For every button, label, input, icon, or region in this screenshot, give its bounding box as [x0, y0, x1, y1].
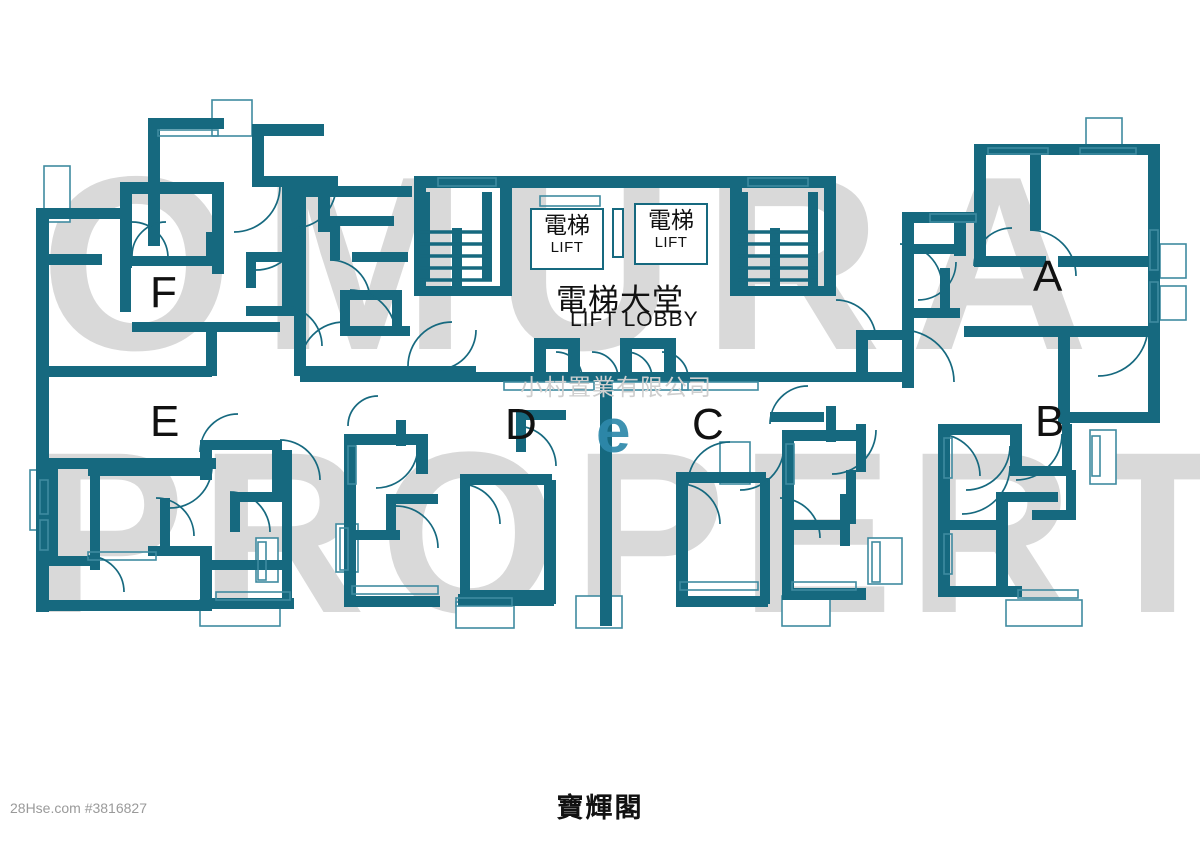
- building-name: 寶輝閣: [556, 793, 644, 824]
- stair-treads: [420, 230, 818, 294]
- watermark-logo-letter: e: [596, 397, 631, 466]
- flat-label-a: A: [1033, 252, 1063, 301]
- flat-label-e: E: [150, 397, 180, 446]
- flat-label-f: F: [150, 268, 177, 317]
- lift-lobby-label-en: LIFT LOBBY: [570, 308, 699, 331]
- core-top-windows: [437, 177, 809, 207]
- walls-right: [902, 144, 1160, 597]
- door-swings: [87, 185, 1149, 593]
- lift-cabin-2: 電梯 LIFT: [634, 203, 708, 265]
- lift-label-en: LIFT: [654, 234, 688, 251]
- source-attribution: 28Hse.com #3816827: [10, 800, 147, 816]
- lift-lobby-label-cn: 電梯大堂: [556, 283, 684, 319]
- lift-cabin-1: 電梯 LIFT: [530, 208, 604, 270]
- flat-label-b: B: [1035, 397, 1065, 446]
- watermark-company-name: 小村置業有限公司: [520, 375, 712, 401]
- thin-partitions: [39, 129, 1159, 607]
- lift-shaft-divider: [612, 208, 624, 258]
- walls-bottom-center: [300, 330, 910, 607]
- lift-label-cn: 電梯: [544, 213, 590, 239]
- flat-label-c: C: [692, 400, 724, 449]
- lift-label-en: LIFT: [550, 239, 584, 256]
- flat-label-d: D: [505, 400, 537, 449]
- lift-label-cn: 電梯: [648, 208, 694, 234]
